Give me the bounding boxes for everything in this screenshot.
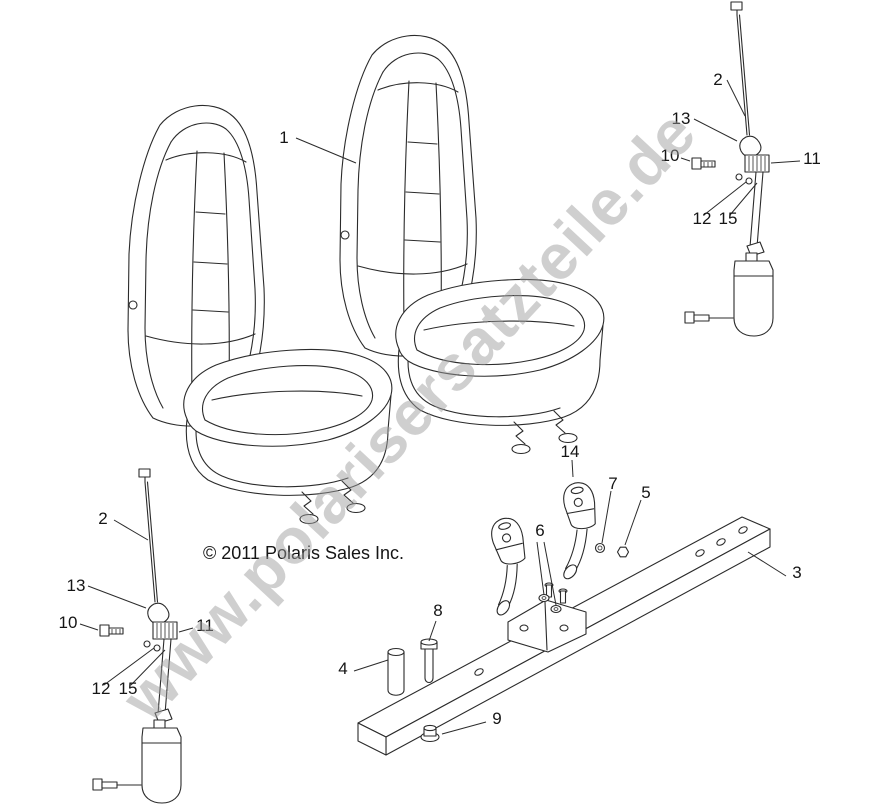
rail-hole bbox=[474, 668, 484, 676]
leader-line bbox=[178, 627, 194, 633]
leader-line bbox=[130, 649, 166, 686]
callout-11-upper: 11 bbox=[803, 149, 821, 168]
leader-line bbox=[428, 620, 437, 642]
callout-15-lower: 15 bbox=[119, 679, 138, 698]
callout-15-upper: 15 bbox=[719, 209, 738, 228]
buckle-left bbox=[472, 514, 542, 620]
leader-line bbox=[729, 182, 758, 216]
upper-seatbelt-assembly bbox=[684, 1, 774, 337]
leader-line bbox=[693, 118, 738, 142]
callout-11-lower: 11 bbox=[196, 616, 214, 635]
leader-line bbox=[79, 623, 99, 631]
leader-line bbox=[770, 160, 801, 164]
leader-line bbox=[353, 659, 389, 672]
hex-nut-part bbox=[616, 546, 630, 558]
callout-2-upper: 2 bbox=[713, 70, 722, 89]
leader-line bbox=[703, 181, 747, 216]
callout-12-upper: 12 bbox=[693, 209, 712, 228]
leader-line bbox=[680, 157, 691, 162]
callouts-layer: 1 2 13 10 11 12 15 2 13 10 11 12 15 14 7… bbox=[59, 70, 821, 728]
callout-5: 5 bbox=[641, 483, 650, 502]
callout-10-upper: 10 bbox=[661, 146, 680, 165]
callout-8: 8 bbox=[433, 601, 442, 620]
washer-part bbox=[594, 542, 606, 554]
leader-line bbox=[601, 490, 612, 544]
callout-1: 1 bbox=[279, 128, 288, 147]
callout-2-lower: 2 bbox=[98, 509, 107, 528]
leader-lines bbox=[79, 79, 801, 735]
rail-hole bbox=[716, 538, 726, 546]
anchor-bracket bbox=[507, 582, 587, 653]
leader-line bbox=[747, 551, 787, 577]
leader-line bbox=[571, 459, 574, 478]
leader-line bbox=[113, 519, 149, 541]
callout-9: 9 bbox=[492, 709, 501, 728]
callout-10-lower: 10 bbox=[59, 613, 78, 632]
callout-13-upper: 13 bbox=[672, 109, 691, 128]
leader-line bbox=[543, 541, 557, 606]
leader-line bbox=[726, 79, 746, 117]
bolt-part bbox=[420, 638, 438, 684]
leader-line bbox=[295, 137, 357, 164]
leader-line bbox=[87, 585, 147, 609]
callout-7: 7 bbox=[608, 474, 617, 493]
leader-line bbox=[536, 541, 545, 596]
rail-hole bbox=[738, 526, 748, 534]
callout-14: 14 bbox=[561, 442, 580, 461]
leader-line bbox=[103, 647, 155, 686]
rail-hole bbox=[695, 549, 705, 557]
callout-4: 4 bbox=[338, 659, 347, 678]
callout-13-lower: 13 bbox=[67, 576, 86, 595]
leader-line bbox=[624, 499, 642, 546]
copyright-text: © 2011 Polaris Sales Inc. bbox=[203, 543, 404, 563]
callout-12-lower: 12 bbox=[92, 679, 111, 698]
sleeve-part bbox=[387, 647, 405, 696]
leader-line bbox=[441, 721, 487, 735]
mount-rail-assembly bbox=[357, 479, 771, 756]
callout-6: 6 bbox=[535, 521, 544, 540]
callout-3: 3 bbox=[792, 563, 801, 582]
buckle-right bbox=[545, 479, 608, 583]
flange-nut-part bbox=[420, 724, 440, 743]
